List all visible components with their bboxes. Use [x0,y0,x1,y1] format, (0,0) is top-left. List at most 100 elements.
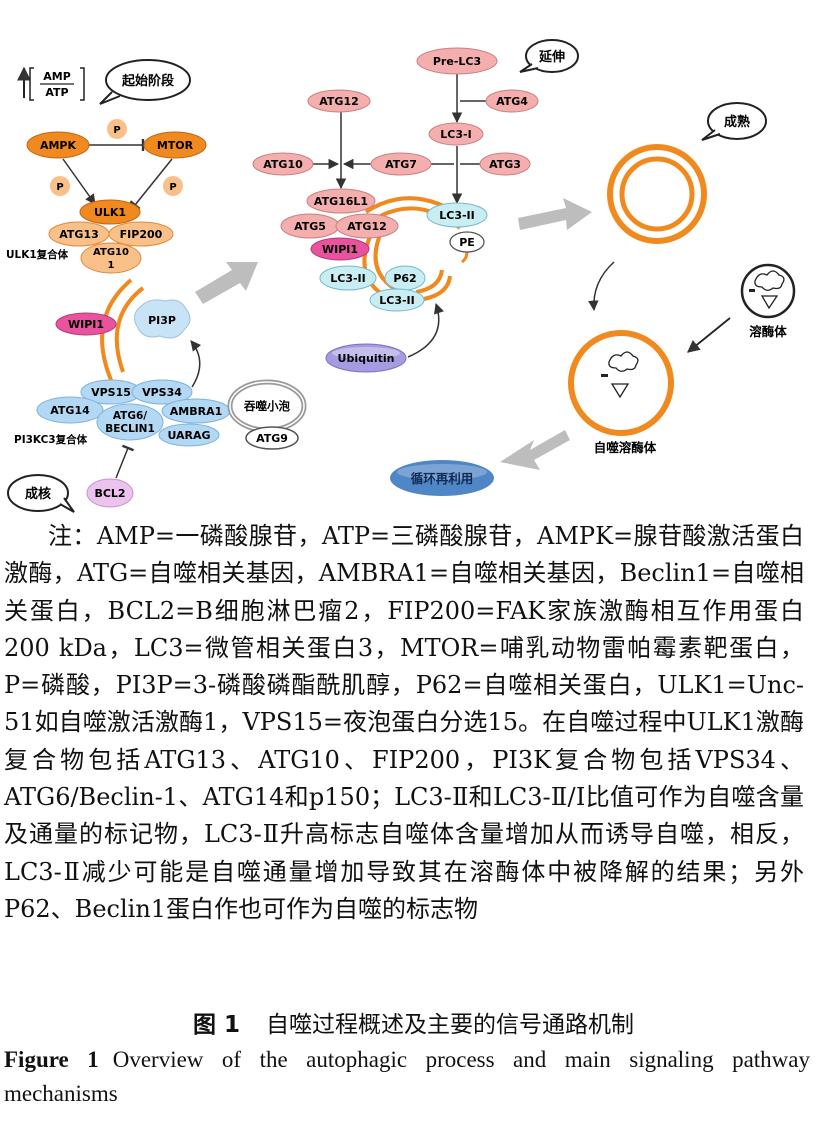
atg12-complex-node: ATG12 [335,213,399,239]
svg-text:VPS34: VPS34 [142,386,182,399]
stage-bubble-initiation: 起始阶段 [99,59,191,105]
atg16l1-node: ATG16L1 [306,188,376,214]
stage-bubble-maturation: 成熟 [701,102,767,141]
ampk-node: AMPK [26,131,90,159]
svg-text:ATG12: ATG12 [347,220,387,233]
pi3p-node: PI3P [134,299,191,339]
atg7-node: ATG7 [370,152,432,176]
lysosome [740,263,796,319]
svg-text:Pre-LC3: Pre-LC3 [433,55,481,68]
stage-arrow [518,198,592,230]
svg-text:LC3-II: LC3-II [379,294,415,307]
svg-text:WIPI1: WIPI1 [322,243,358,256]
atg5-node: ATG5 [280,213,340,239]
svg-text:PE: PE [459,236,475,249]
lc3-ii-node: LC3-II [319,265,377,291]
pre-lc3-node: Pre-LC3 [416,47,498,75]
amp-atp-ratio: AMP ATP [17,66,85,101]
atg10-node: ATG10 [252,152,314,176]
svg-text:P: P [56,182,63,193]
svg-text:AMBRA1: AMBRA1 [170,405,222,418]
mtor-node: MTOR [143,131,207,159]
ulk1-complex-label: ULK1复合体 [6,248,69,261]
svg-text:UARAG: UARAG [167,429,210,442]
figure-caption-cn: 图 1 自噬过程概述及主要的信号通路机制 [0,1005,827,1039]
uvrag-node: UARAG [158,423,220,447]
svg-text:BCL2: BCL2 [94,487,125,500]
lc3-ii-node: LC3-II [369,288,425,312]
stage-arrow [500,430,570,470]
phagophore-vesicle: 吞噬小泡 [227,379,307,433]
svg-text:BECLIN1: BECLIN1 [105,423,155,435]
atg6-beclin1-node: ATG6/ BECLIN1 [96,403,164,441]
figure-label-en: Figure 1 [4,1047,99,1072]
wipi1-node: WIPI1 [55,312,117,336]
ubiquitin-node: Ubiquitin [325,343,407,373]
svg-text:ATG9: ATG9 [256,432,288,445]
figure-title-en: Overview of the autophagic process and m… [4,1047,810,1106]
lysosome-label: 溶酶体 [749,324,787,339]
svg-text:ATG13: ATG13 [59,228,99,241]
svg-text:P62: P62 [393,272,416,285]
svg-text:WIPI1: WIPI1 [68,318,104,331]
svg-text:AMPK: AMPK [40,139,77,152]
atg4-node: ATG4 [485,89,539,113]
p62-node: P62 [384,265,426,291]
svg-text:ATG14: ATG14 [50,404,90,417]
atg9-node: ATG9 [245,426,299,450]
svg-text:起始阶段: 起始阶段 [121,73,174,89]
svg-text:成核: 成核 [25,486,51,502]
svg-text:LC3-II: LC3-II [330,272,366,285]
svg-text:ATG10: ATG10 [263,158,303,171]
ulk1-node: ULK1 [79,199,141,225]
svg-text:延伸: 延伸 [538,49,565,65]
atp-label: ATP [45,86,68,99]
vps15-node: VPS15 [80,379,142,405]
svg-text:MTOR: MTOR [157,139,194,152]
wipi1-node: WIPI1 [310,237,370,261]
stage-bubble-nucleation: 成核 [7,474,75,513]
svg-text:P: P [113,125,120,136]
svg-text:吞噬小泡: 吞噬小泡 [244,399,290,413]
stage-arrow [195,262,258,304]
phosphate-node: P [107,119,127,139]
atg3-node: ATG3 [479,152,531,176]
autolysosome [568,330,674,436]
svg-text:循环再利用: 循环再利用 [411,471,474,486]
svg-text:FIP200: FIP200 [120,228,163,241]
atg101-node: ATG10 1 [80,242,142,274]
svg-text:Ubiquitin: Ubiquitin [338,352,395,365]
lc3-i-node: LC3-I [428,122,484,146]
recycle-node: 循环再利用 [390,460,494,496]
svg-text:ATG16L1: ATG16L1 [314,195,368,208]
figure-label-cn: 图 1 [192,1012,240,1038]
amp-label: AMP [43,70,71,83]
pe-node: PE [449,231,485,253]
autolysosome-label: 自噬溶酶体 [594,440,657,455]
svg-text:ATG5: ATG5 [294,220,326,233]
autophagy-diagram: AMP ATP 起始阶段 AMPK MTOR P P P ULK1 ATG13 [6,39,796,513]
ambra1-node: AMBRA1 [161,398,231,424]
atg14-node: ATG14 [36,396,104,424]
svg-text:PI3P: PI3P [148,314,176,327]
figure-title-cn: 自噬过程概述及主要的信号通路机制 [266,1012,634,1038]
svg-text:ATG12: ATG12 [319,95,359,108]
svg-text:LC3-I: LC3-I [440,128,471,141]
vps34-node: VPS34 [131,379,193,405]
svg-text:VPS15: VPS15 [91,386,131,399]
svg-text:ATG10: ATG10 [93,247,129,258]
figure-note: 注：AMP=一磷酸腺苷，ATP=三磷酸腺苷，AMPK=腺苷酸激活蛋白激酶，ATG… [4,522,804,923]
svg-text:1: 1 [108,260,115,271]
atg13-node: ATG13 [48,221,110,247]
bcl2-node: BCL2 [86,478,134,508]
svg-text:ULK1: ULK1 [94,206,126,219]
svg-text:ATG4: ATG4 [496,95,528,108]
phosphate-node: P [163,176,183,196]
svg-text:ATG7: ATG7 [385,158,417,171]
lc3-ii-node: LC3-II [426,202,488,228]
svg-text:ATG6/: ATG6/ [113,410,147,422]
atg12-node: ATG12 [307,89,371,113]
fip200-node: FIP200 [108,221,174,247]
